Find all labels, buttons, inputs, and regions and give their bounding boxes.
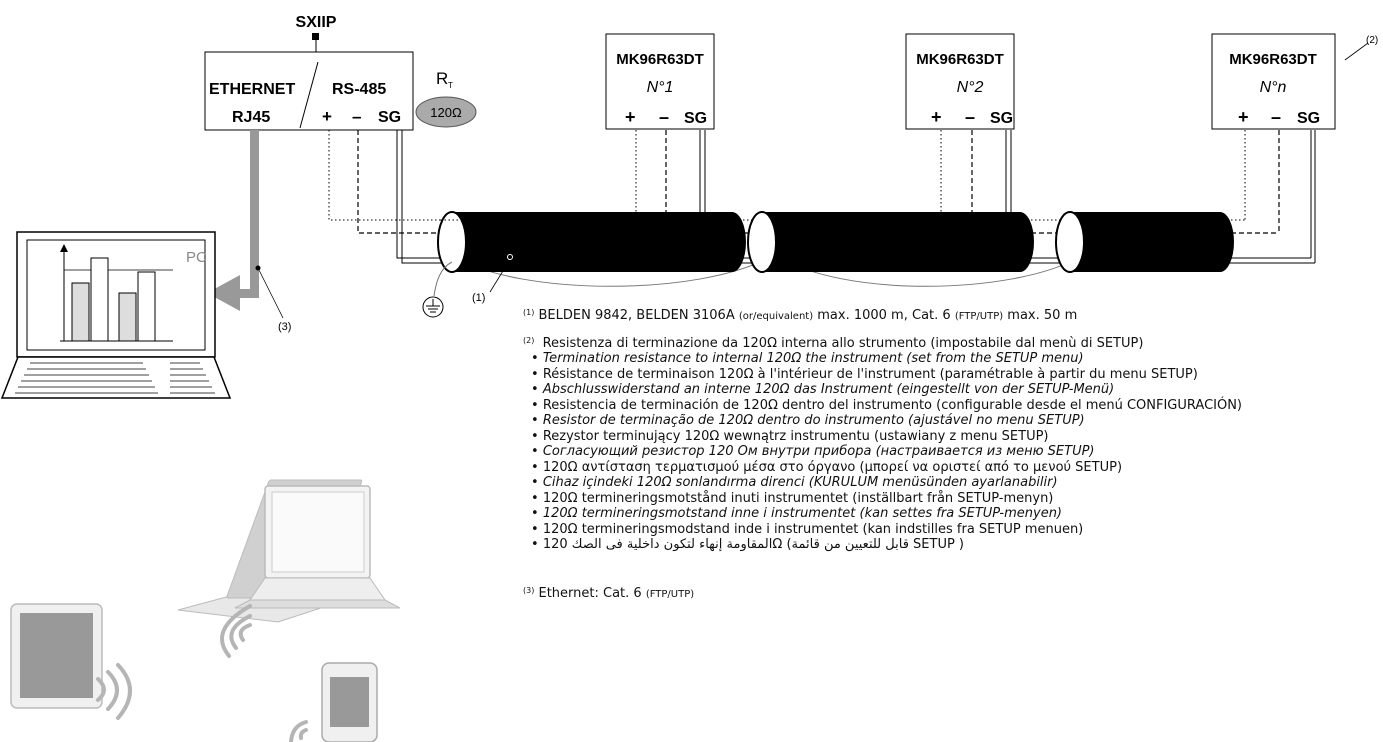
translation-item: 120Ω termineringsmodstand inde i instrum… xyxy=(531,522,1383,538)
laptop-screen-icon xyxy=(234,485,401,609)
translation-item: 120Ω termineringsmotstand inne i instrum… xyxy=(531,506,1383,522)
smartphone-icon xyxy=(321,662,378,742)
rt-subscript: T xyxy=(448,81,453,90)
instrument-plus: + xyxy=(931,107,942,127)
instrument-number: N°n xyxy=(1260,79,1287,96)
gateway-minus-terminal: – xyxy=(352,107,361,126)
instrument-model: MK96R63DT xyxy=(616,51,704,68)
translation-item: Resistor de terminação de 120Ω dentro do… xyxy=(531,413,1383,429)
instrument-box xyxy=(1211,33,1336,130)
cable-segment-2 xyxy=(747,211,1034,273)
pc-chart-bar xyxy=(71,282,90,342)
instrument-box xyxy=(905,33,1015,130)
gateway-antenna-node xyxy=(312,33,319,40)
note-1-marker: (1) xyxy=(523,308,535,317)
callout-2: (2) xyxy=(1366,35,1378,46)
rt-resistor-badge xyxy=(415,96,477,128)
instrument-n: MK96R63DT N°n + – SG xyxy=(1211,33,1336,130)
instrument-plus: + xyxy=(1238,107,1249,127)
callout-1-leader xyxy=(489,265,507,293)
gateway-ethernet-label: ETHERNET xyxy=(209,81,295,98)
translation-item: Согласующий резистор 120 Ом внутри прибо… xyxy=(531,444,1383,460)
tablet-icon xyxy=(10,603,103,709)
pc-chart-bar xyxy=(118,292,137,342)
pc-chart-bar xyxy=(90,257,109,342)
notes-panel: (1) BELDEN 9842, BELDEN 3106A (or/equiva… xyxy=(523,305,1383,602)
pc-screen xyxy=(26,239,206,351)
instrument-2: MK96R63DT N°2 + – SG xyxy=(905,33,1015,130)
translation-item: 120Ω αντίσταση τερματισμού μέσα στο όργα… xyxy=(531,460,1383,476)
instrument-minus: – xyxy=(659,107,669,127)
pc-label: PC xyxy=(186,249,207,266)
pc-illustration: PC xyxy=(0,231,232,399)
instrument-minus: – xyxy=(1271,107,1281,127)
note-1-equivalent: (or/equivalent) xyxy=(738,311,814,322)
translation-item: Rezystor terminujący 120Ω wewnątrz instr… xyxy=(531,429,1383,445)
callout-3-leader xyxy=(257,267,284,319)
instrument-sg: SG xyxy=(684,110,707,127)
translation-item: Resistencia de terminación de 120Ω dentr… xyxy=(531,398,1383,414)
note-1: (1) BELDEN 9842, BELDEN 3106A (or/equiva… xyxy=(523,305,1383,325)
translation-item: المقاومة إنهاء لتكون داخلية فى الصك 120Ω… xyxy=(531,537,1383,553)
cable-segment-3 xyxy=(1055,211,1234,273)
note-3-ftp: (FTP/UTP) xyxy=(645,588,695,600)
pc-keyboard xyxy=(0,356,232,399)
instrument-plus: + xyxy=(625,107,636,127)
gateway-rs485-label: RS-485 xyxy=(332,81,386,98)
ethernet-cable-bend xyxy=(232,289,259,298)
gateway-name: SXIIP xyxy=(296,14,337,31)
cable-segment-1 xyxy=(437,211,746,273)
instrument-sg: SG xyxy=(1297,110,1320,127)
note-1-max: max. 50 m xyxy=(1003,308,1078,323)
note-3: (3) Ethernet: Cat. 6 (FTP/UTP) xyxy=(523,583,1383,603)
instrument-sg: SG xyxy=(990,110,1013,127)
translation-item: 120Ω termineringsmotstånd inuti instrume… xyxy=(531,491,1383,507)
bus-plus-wire xyxy=(328,130,1246,221)
instrument-number: N°2 xyxy=(957,79,984,96)
instrument-minus: – xyxy=(965,107,975,127)
note-2: (2) Resistenza di terminazione da 120Ω i… xyxy=(523,333,1383,352)
ground-symbol xyxy=(426,299,440,313)
gateway-plus-terminal: + xyxy=(322,107,332,126)
translation-item: Résistance de terminaison 120Ω à l'intér… xyxy=(531,367,1383,383)
pc-keyboard-keys xyxy=(15,362,215,394)
gateway-sg-terminal: SG xyxy=(378,109,401,126)
rt-label: R xyxy=(436,69,448,88)
callout-2-leader xyxy=(1344,42,1369,61)
ground-icon xyxy=(422,296,444,318)
pc-chart-yarrow xyxy=(60,244,68,252)
note-2-marker: (2) xyxy=(523,335,535,345)
ground-lead xyxy=(433,261,453,297)
rt-resistor-value: 120Ω xyxy=(430,105,462,120)
gateway-rj45-label: RJ45 xyxy=(232,109,270,126)
ethernet-arrow xyxy=(207,275,240,311)
ethernet-cable xyxy=(250,130,259,298)
callout-3: (3) xyxy=(278,321,291,333)
callout-1: (1) xyxy=(472,292,485,304)
note-1-ftp: (FTP/UTP) xyxy=(954,311,1004,322)
note-1-length: max. 1000 m, Cat. 6 xyxy=(813,308,955,323)
note-3-text: Ethernet: Cat. 6 xyxy=(538,585,646,601)
wifi-waves-icon xyxy=(96,604,308,742)
instrument-1: MK96R63DT N°1 + – SG xyxy=(605,33,715,130)
note-2-translations: Termination resistance to internal 120Ω … xyxy=(523,351,1383,553)
note-1-cables: BELDEN 9842, BELDEN 3106A xyxy=(538,308,739,323)
translation-item: Abschlusswiderstand an interne 120Ω das … xyxy=(531,382,1383,398)
gateway-divider xyxy=(299,61,319,129)
instrument-model: MK96R63DT xyxy=(1229,51,1317,68)
translation-item: Cihaz içindeki 120Ω sonlandırma direnci … xyxy=(531,475,1383,491)
instrument-box xyxy=(605,33,715,130)
instrument-model: MK96R63DT xyxy=(916,51,1004,68)
instrument-number: N°1 xyxy=(647,79,674,96)
note-2-text: Resistenza di terminazione da 120Ω inter… xyxy=(542,335,1144,351)
note-3-marker: (3) xyxy=(523,585,535,595)
translation-item: Termination resistance to internal 120Ω … xyxy=(531,351,1383,367)
gateway-box xyxy=(204,51,414,131)
pc-chart-bar xyxy=(137,271,156,342)
